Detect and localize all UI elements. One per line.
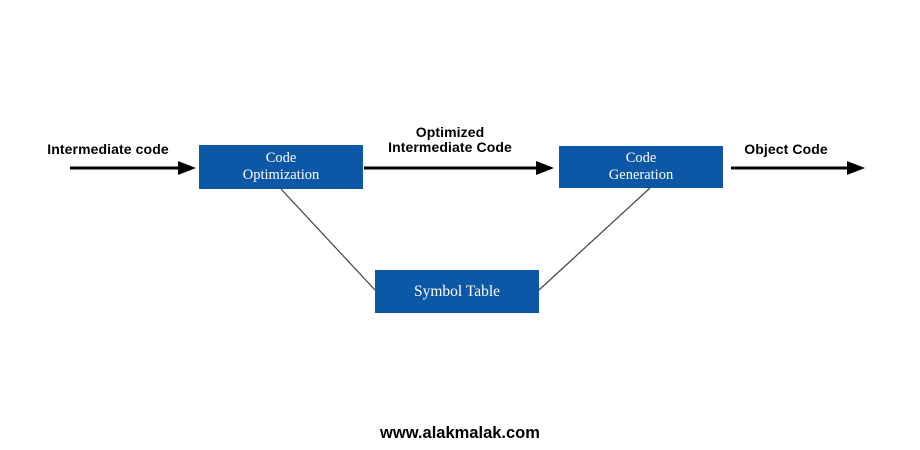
website-footer: www.alakmalak.com [380,424,540,442]
label-optimized-line1: Optimized [415,124,485,140]
connector-optimization-symboltable [280,188,376,291]
node-code-optimization-line2: Optimization [242,167,320,183]
arrow-input-head [178,161,196,175]
node-symbol-table: Symbol Table [375,270,539,313]
arrow-optimized-head [536,161,554,175]
label-optimized-intermediate-code: Optimized Intermediate Code [360,125,540,155]
connector-generation-symboltable [538,187,651,291]
node-code-optimization-line1: Code [265,150,297,166]
label-intermediate-code: Intermediate code [47,141,169,157]
node-code-generation-line1: Code [625,150,657,166]
arrow-output-head [847,161,865,175]
label-object-code: Object Code [744,141,828,157]
label-optimized-line2: Intermediate Code [388,139,512,155]
node-symbol-table-label: Symbol Table [413,283,501,300]
node-code-generation: Code Generation [559,146,723,188]
node-code-optimization: Code Optimization [199,145,363,189]
node-code-generation-line2: Generation [608,167,674,183]
